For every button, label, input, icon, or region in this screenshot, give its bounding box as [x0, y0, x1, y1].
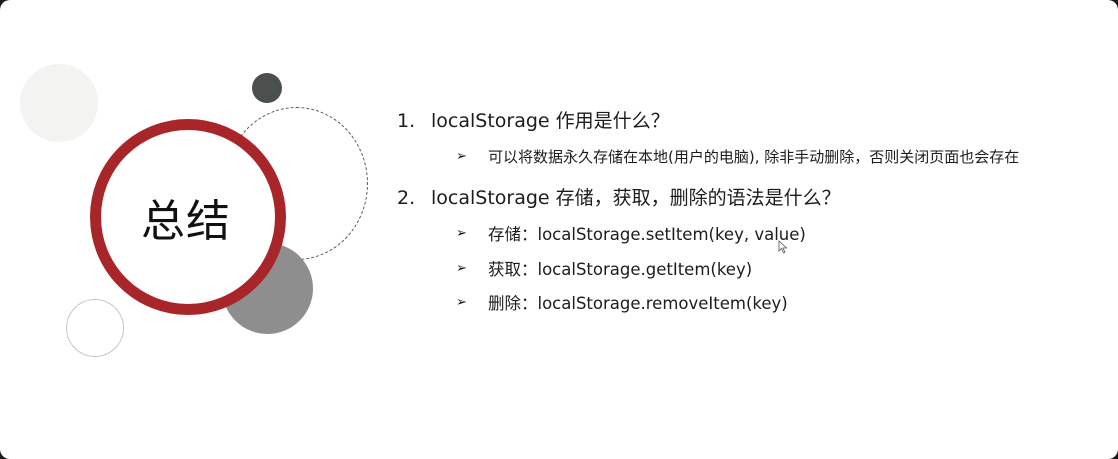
answer-bullet-remove: ➢ 删除：localStorage.removeItem(key)	[456, 290, 788, 314]
question-text: localStorage 存储，获取，删除的语法是什么？	[431, 187, 841, 209]
arrow-bullet-icon: ➢	[456, 225, 467, 241]
bullet-text: 可以将数据永久存储在本地(用户的电脑), 除非手动删除，否则关闭页面也会存在	[488, 148, 1020, 166]
answer-bullet-get: ➢ 获取：localStorage.getItem(key)	[456, 256, 752, 280]
arrow-bullet-icon: ➢	[456, 294, 467, 310]
question-2: 2. localStorage 存储，获取，删除的语法是什么？	[397, 183, 841, 210]
answer-bullet: ➢ 可以将数据永久存储在本地(用户的电脑), 除非手动删除，否则关闭页面也会存在	[456, 146, 1019, 167]
slide-title: 总结	[141, 196, 231, 247]
arrow-bullet-icon: ➢	[456, 260, 467, 276]
decorative-outline-circle	[66, 299, 124, 357]
answer-bullet-set: ➢ 存储：localStorage.setItem(key, value)	[456, 221, 806, 245]
decorative-light-circle	[20, 64, 98, 142]
arrow-bullet-icon: ➢	[456, 149, 467, 164]
question-number: 1.	[397, 110, 416, 132]
mouse-cursor-icon	[778, 240, 788, 254]
bullet-text: 存储：localStorage.setItem(key, value)	[488, 225, 806, 244]
question-1: 1. localStorage 作用是什么？	[397, 106, 670, 133]
bullet-text: 获取：localStorage.getItem(key)	[488, 260, 753, 279]
question-number: 2.	[397, 187, 416, 209]
title-red-ring: 总结	[90, 119, 286, 315]
decorative-dark-dot	[252, 73, 282, 103]
bullet-text: 删除：localStorage.removeItem(key)	[488, 294, 788, 313]
question-text: localStorage 作用是什么？	[431, 110, 670, 132]
